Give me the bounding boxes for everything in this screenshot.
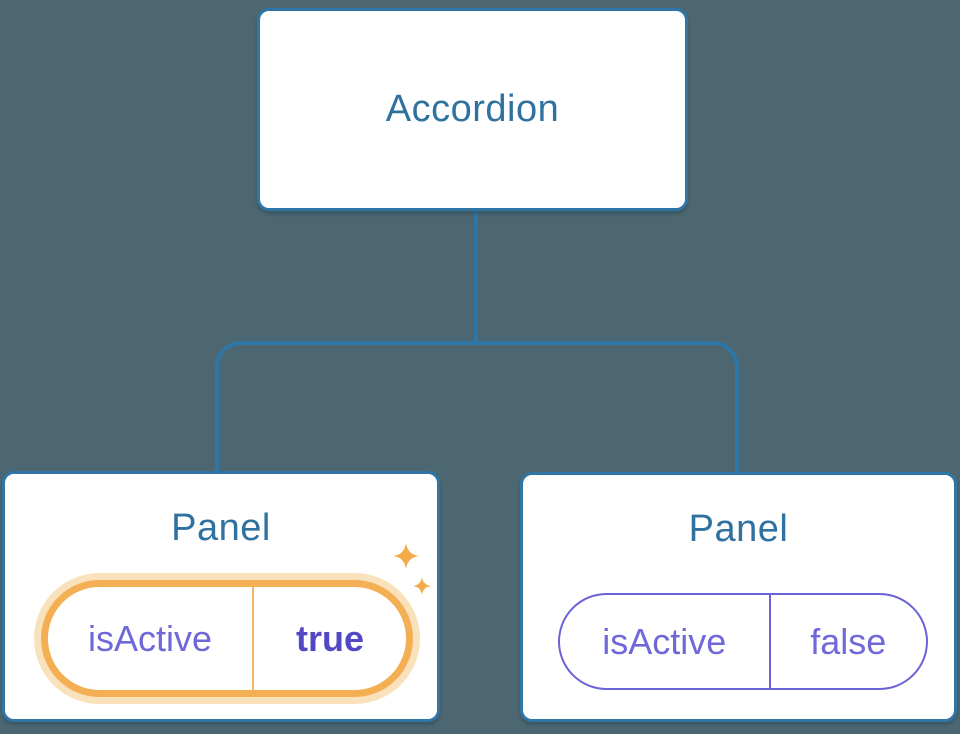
state-pill-active: isActive true bbox=[41, 580, 413, 697]
state-value-label: false bbox=[810, 620, 887, 662]
state-pill-inactive: isActive false bbox=[558, 593, 928, 690]
accordion-node-title: Accordion bbox=[385, 87, 560, 130]
sparkle-icon bbox=[393, 543, 419, 569]
panel-node-title: Panel bbox=[688, 508, 789, 550]
state-name-label: isActive bbox=[602, 620, 727, 662]
panel-component-node-active: Panel isActive true bbox=[2, 471, 440, 722]
panel-component-node-inactive: Panel isActive false bbox=[520, 472, 957, 722]
tree-connector-stem bbox=[474, 211, 478, 343]
pill-divider bbox=[252, 587, 255, 690]
sparkle-icon bbox=[413, 577, 431, 595]
state-value-label: true bbox=[296, 617, 365, 659]
state-name-label: isActive bbox=[88, 617, 213, 659]
tree-connector-branches bbox=[215, 341, 739, 473]
pill-divider bbox=[768, 595, 771, 688]
panel-node-title: Panel bbox=[171, 507, 271, 549]
accordion-component-node: Accordion bbox=[257, 8, 688, 211]
